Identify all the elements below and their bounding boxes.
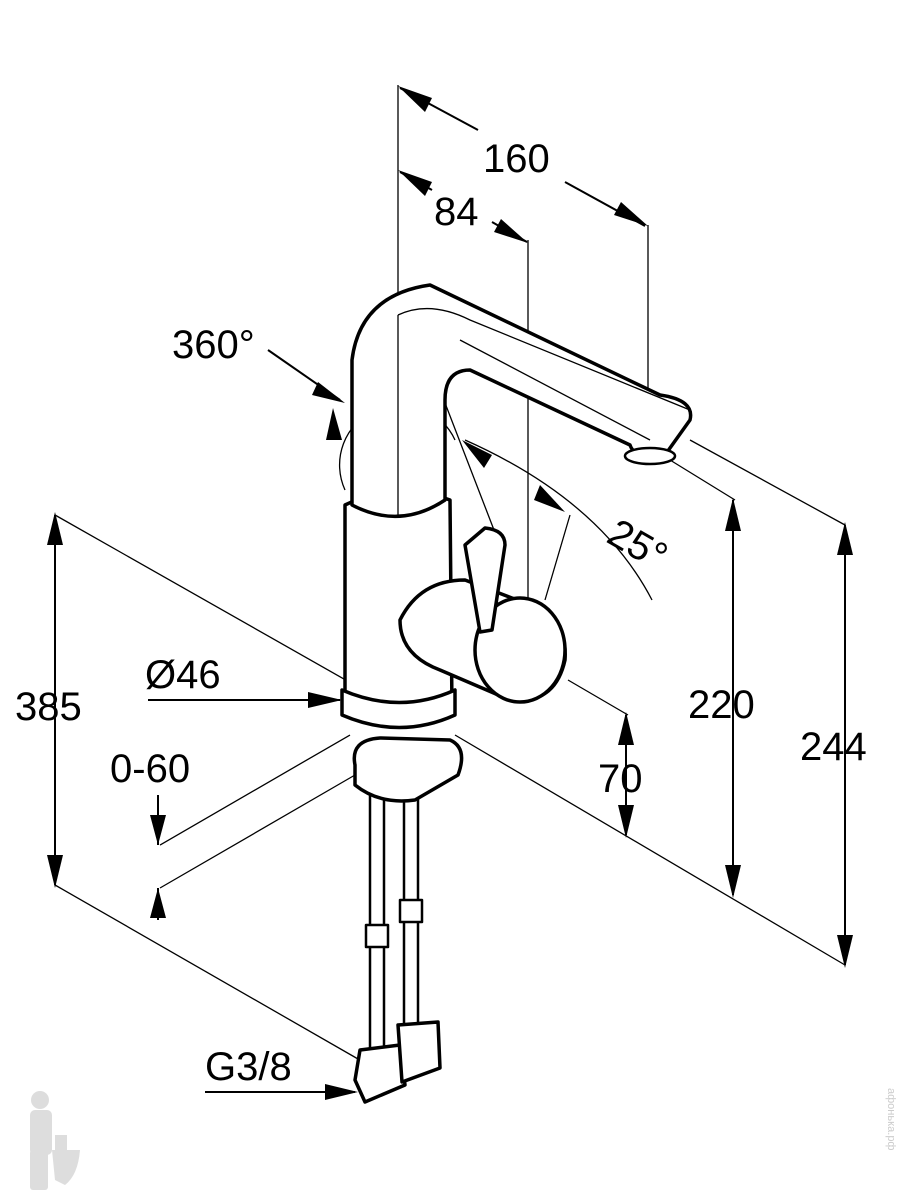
dim-deck-thickness: 0-60 bbox=[110, 747, 190, 791]
plumber-logo bbox=[30, 1091, 80, 1190]
dim-body-diameter: Ø46 bbox=[145, 653, 221, 697]
dim-total-height: 385 bbox=[15, 685, 82, 729]
dim-connection-thread: G3/8 bbox=[205, 1045, 292, 1089]
dim-handle-height: 70 bbox=[598, 757, 643, 801]
faucet-body bbox=[340, 283, 693, 1104]
dim-handle-offset: 84 bbox=[434, 190, 479, 234]
dim-spout-rotation: 360° bbox=[172, 323, 255, 367]
dim-lever-angle: 25° bbox=[600, 511, 674, 579]
dim-overall-reach: 160 bbox=[483, 137, 550, 181]
watermark-text: афонька.рф bbox=[885, 1088, 897, 1151]
dim-spout-height: 220 bbox=[688, 683, 755, 727]
dim-top-height: 244 bbox=[800, 725, 867, 769]
